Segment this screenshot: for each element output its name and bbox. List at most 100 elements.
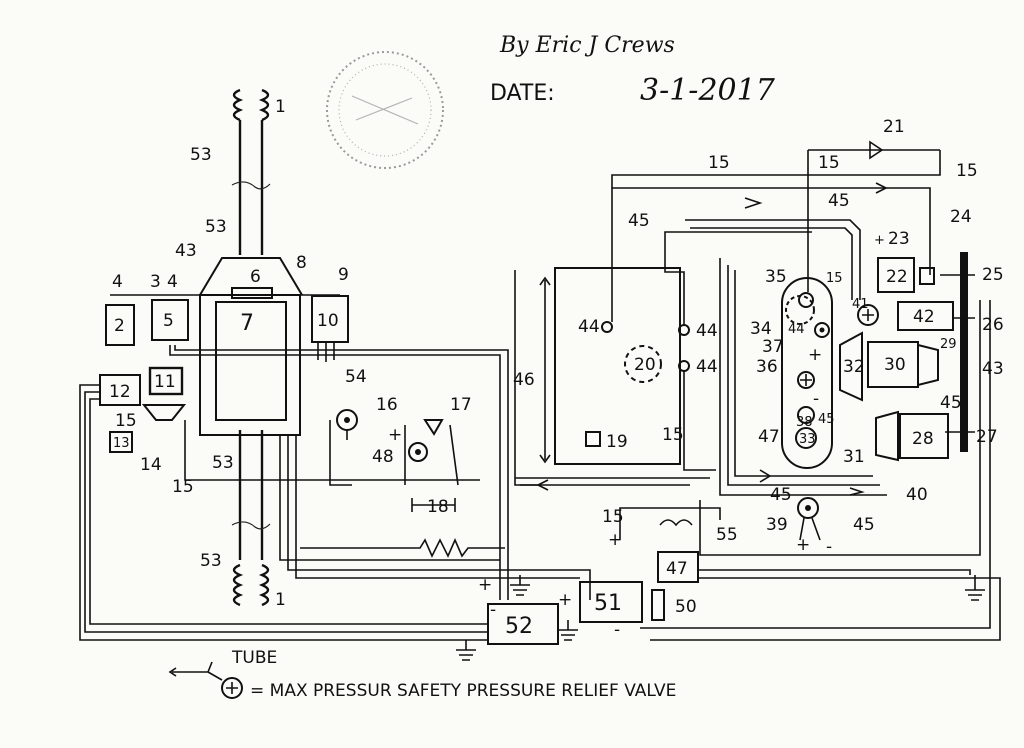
left-wiring [79,345,591,641]
coupling-29 [917,343,939,387]
span-18 [411,498,456,512]
label-24: 24 [950,207,972,227]
label-3: 3 [150,272,161,292]
label-43-right: 43 [982,359,1004,379]
label-36: 36 [756,357,778,377]
label-44-b: 44 [696,321,718,341]
label-13: 13 [113,436,130,451]
label-39: 39 [766,515,788,535]
label-14: 14 [140,455,162,475]
component-22 [877,257,915,293]
label-33: 33 [799,432,816,447]
label-15-left: 15 [115,411,137,431]
label-35: 35 [765,267,787,287]
valve-16 [329,409,358,486]
plus-52: + [478,575,492,595]
label-20: 20 [634,355,656,375]
label-53-b: 53 [205,217,227,237]
label-45-right: 45 [940,393,962,413]
notary-seal [326,51,444,169]
label-46: 46 [513,370,535,390]
check-valve-17 [404,419,459,486]
tube-column [231,88,271,607]
component-12 [99,374,141,406]
label-52: 52 [505,614,533,639]
label-28: 28 [912,429,934,449]
label-10: 10 [317,311,339,331]
label-55: 55 [716,525,738,545]
pump-32 [839,331,863,402]
component-52 [487,603,559,645]
label-6: 6 [250,267,261,287]
minus-39: - [826,537,832,557]
label-29: 29 [940,337,957,352]
valve-48 [408,442,428,462]
component-24 [919,267,935,285]
legend-valve-text: = MAX PRESSUR SAFETY PRESSURE RELIEF VAL… [250,681,676,701]
date-value: 3-1-2017 [640,73,776,108]
label-45-lower-a: 45 [770,485,792,505]
component-28 [899,413,949,459]
label-21: 21 [883,117,905,137]
label-12: 12 [109,382,131,402]
right-wiring [514,140,1001,641]
plus-39: + [796,535,810,555]
chamber-housing [110,257,340,436]
label-51: 51 [594,591,622,616]
label-9: 9 [338,265,349,285]
label-15-tank: 15 [662,425,684,445]
label-11: 11 [154,372,176,392]
label-15-cyl: 15 [826,271,843,286]
label-43-left: 43 [175,241,197,261]
plus-23: + [874,233,885,248]
label-40: 40 [906,485,928,505]
valve-39 [797,497,821,541]
plus-55: + [608,530,622,550]
label-15-right: 15 [956,161,978,181]
label-37: 37 [762,337,784,357]
reel-41 [857,304,879,326]
label-15-mid: 15 [172,477,194,497]
label-45-cyl: 45 [818,412,835,427]
label-45-lower-b: 45 [853,515,875,535]
tank-46 [539,187,931,471]
label-45-top-left: 45 [628,211,650,231]
label-18: 18 [427,497,449,517]
label-54: 54 [345,367,367,387]
label-53-a: 53 [190,145,212,165]
component-47-box [657,551,699,583]
label-41: 41 [852,297,869,312]
legend-valve-symbol [168,661,243,699]
label-5: 5 [163,311,174,331]
label-31: 31 [843,447,865,467]
cylinder-31 [781,277,833,469]
label-48: 48 [372,447,394,467]
label-15-top: 15 [708,153,730,173]
ground-symbols [456,575,985,661]
label-7: 7 [240,311,254,336]
component-5 [151,299,189,341]
label-38: 38 [796,415,813,430]
rail-43 [940,252,975,452]
label-53-c: 53 [212,453,234,473]
label-26: 26 [982,315,1004,335]
component-14-funnel [141,404,187,421]
label-53-d: 53 [200,551,222,571]
label-25: 25 [982,265,1004,285]
minus-51: - [614,620,620,640]
label-32: 32 [843,357,865,377]
author-signature: By Eric J Crews [499,33,675,58]
terminals-54 [317,342,335,362]
label-19: 19 [606,432,628,452]
label-16: 16 [376,395,398,415]
label-23: 23 [888,229,910,249]
label-44-a: 44 [578,317,600,337]
component-2 [105,304,135,346]
label-2: 2 [114,316,125,336]
plus-37: + [808,345,822,365]
plus-51: + [558,590,572,610]
component-13 [109,431,133,453]
label-1-top: 1 [275,97,286,117]
label-42: 42 [913,307,935,327]
